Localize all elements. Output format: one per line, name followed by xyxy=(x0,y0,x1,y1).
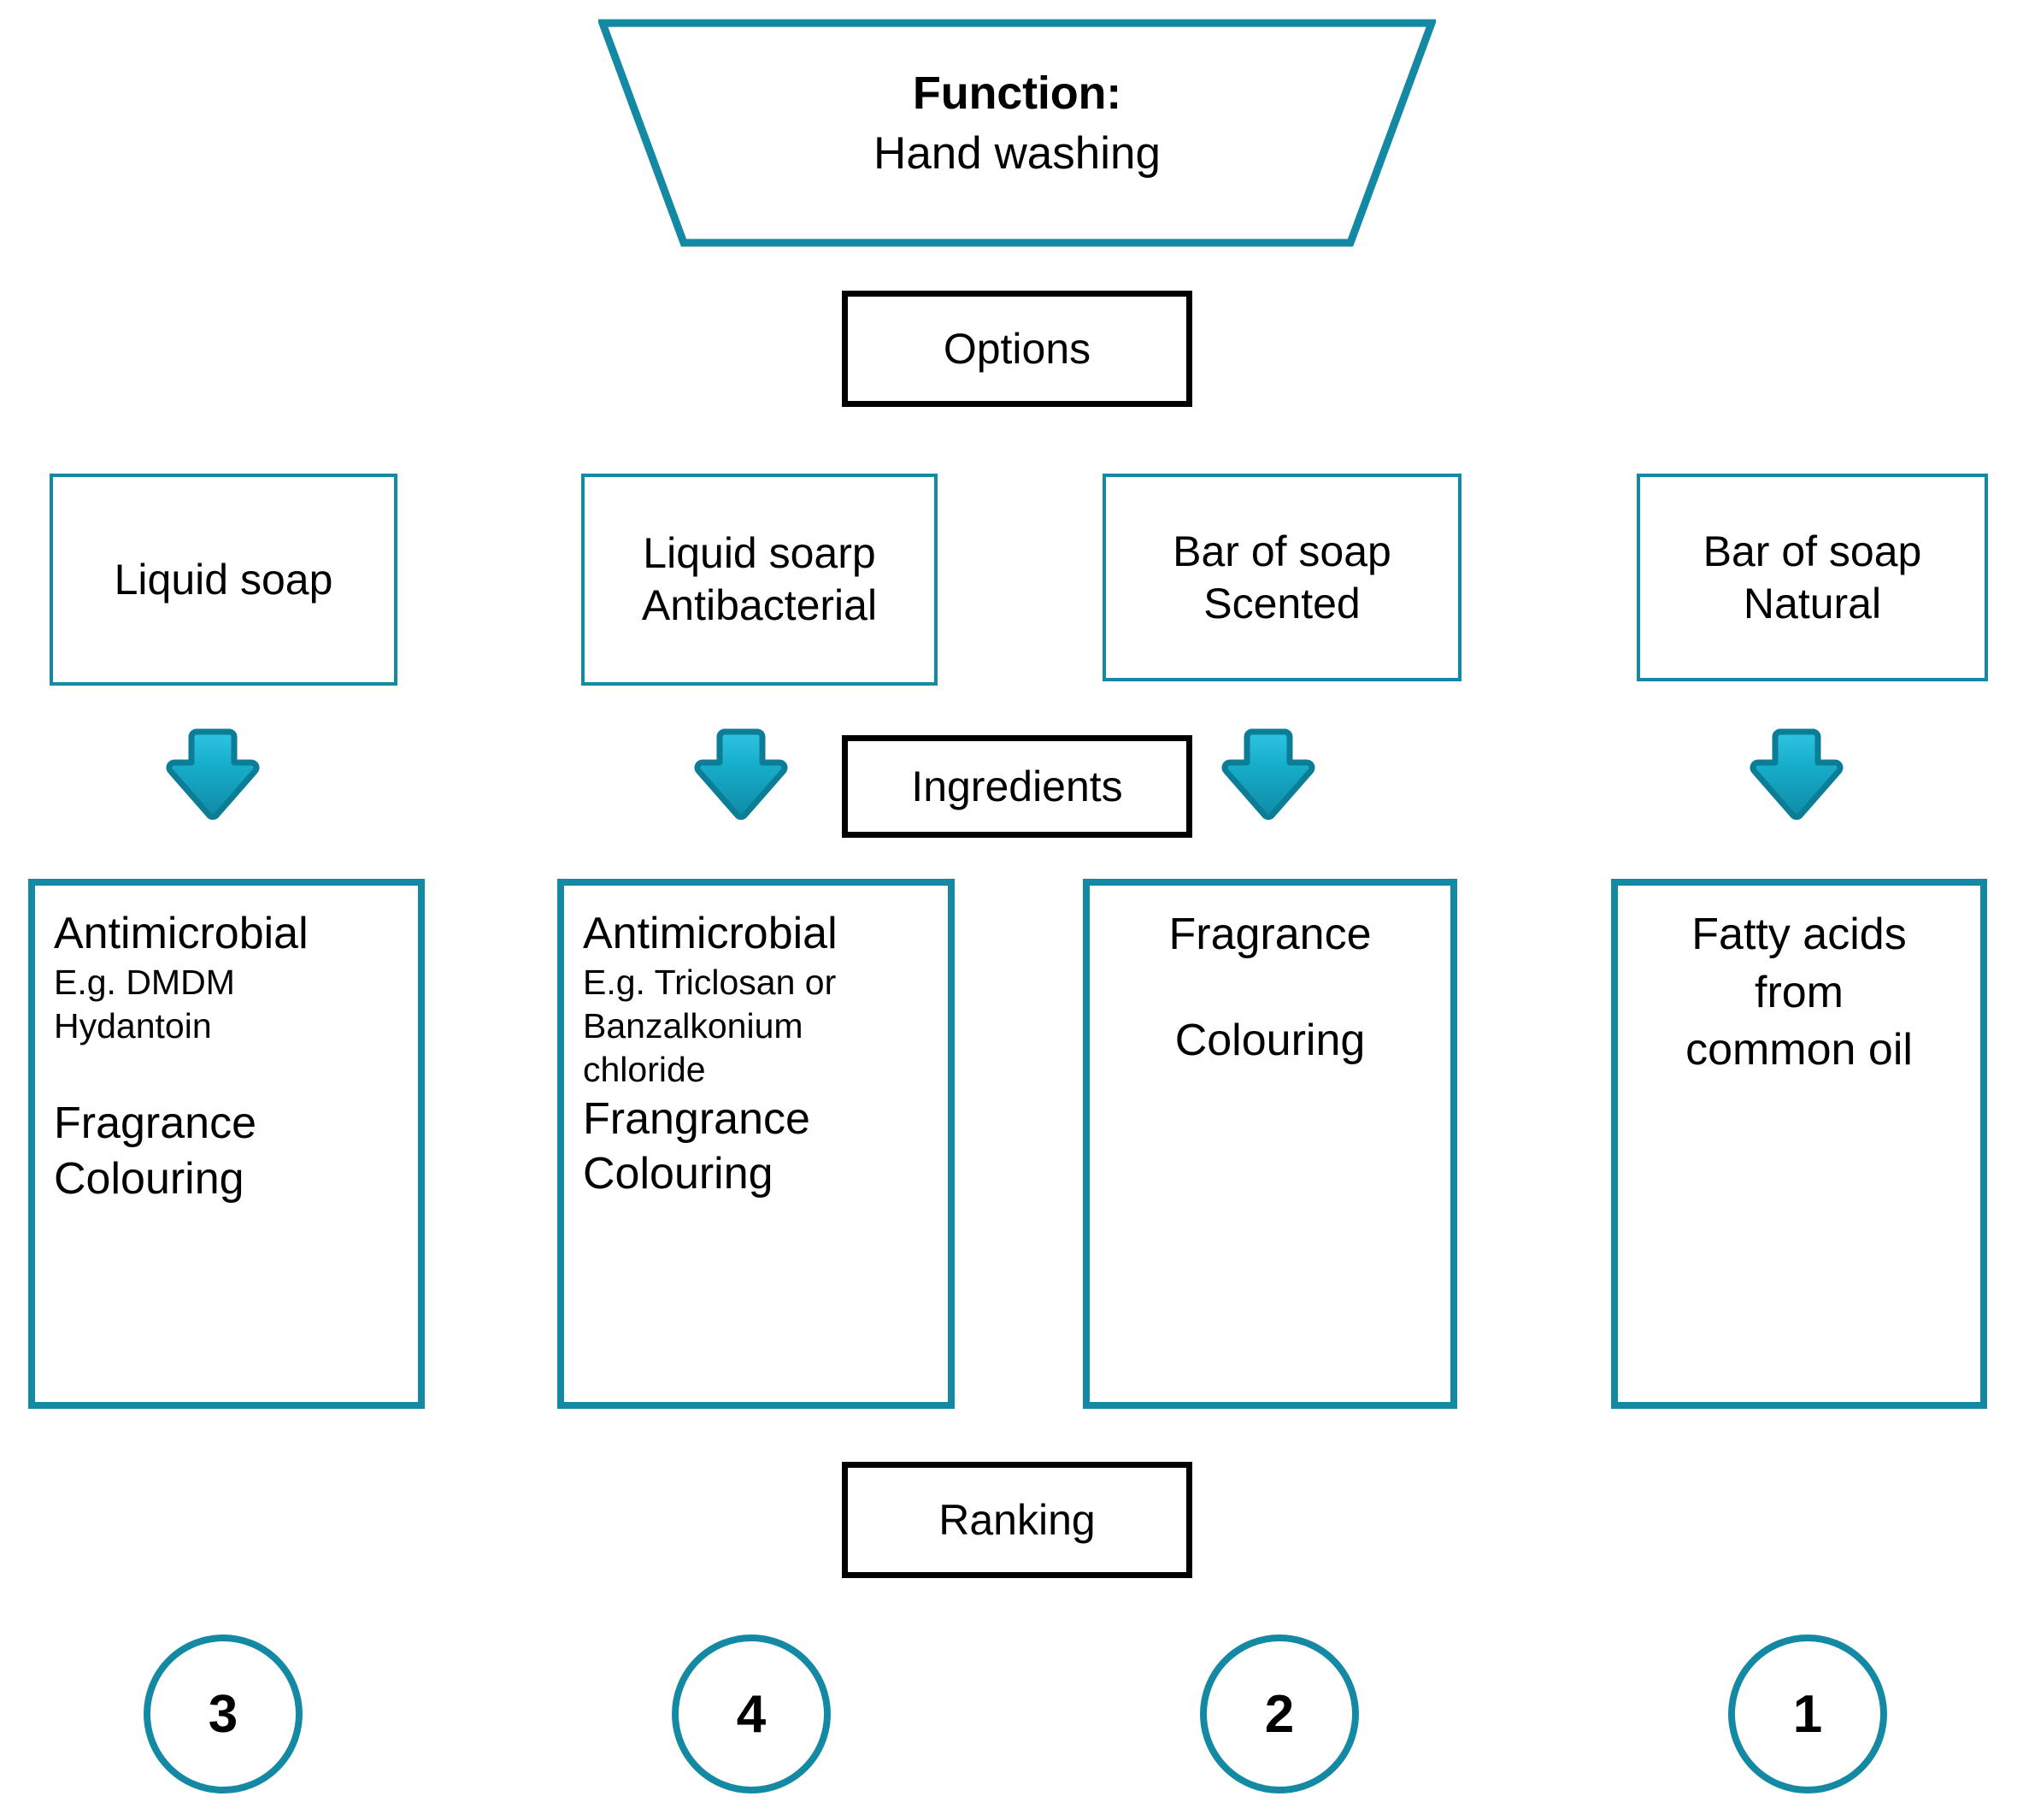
ingredient-line: Banzalkonium xyxy=(583,1006,803,1046)
option-box: Liquid soap xyxy=(50,474,397,686)
down-arrow-glyph xyxy=(694,728,788,820)
option-box: Liquid soarp Antibacterial xyxy=(581,474,938,686)
ingredient-box: Antimicrobial E.g. DMDM Hydantoin Fragra… xyxy=(28,879,425,1409)
down-arrow-icon xyxy=(1746,725,1847,824)
ingredient-line: chloride xyxy=(583,1050,706,1090)
down-arrow-icon xyxy=(162,725,263,824)
option-line-2: Scented xyxy=(1203,579,1361,627)
option-line-1: Liquid soap xyxy=(114,555,333,604)
option-box: Bar of soap Natural xyxy=(1637,474,1988,681)
ingredient-box: Fatty acids from common oil xyxy=(1611,879,1987,1409)
down-arrow-icon xyxy=(691,725,791,824)
down-arrow-glyph xyxy=(1221,728,1315,820)
ingredient-line: Frangrance xyxy=(583,1093,810,1144)
function-trapezoid: Function: Hand washing xyxy=(598,19,1436,248)
ingredient-line: Antimicrobial xyxy=(583,909,838,958)
ingredient-line: Colouring xyxy=(1174,1015,1366,1065)
function-label: Function: xyxy=(912,68,1122,119)
ingredient-line: Antimicrobial xyxy=(54,909,309,958)
trapezoid-shape xyxy=(598,19,1436,247)
ingredient-line: common oil xyxy=(1685,1025,1913,1075)
option-line-1: Liquid soarp xyxy=(643,529,876,577)
down-arrow-glyph xyxy=(1750,728,1844,820)
ingredient-box: Antimicrobial E.g. Triclosan or Banzalko… xyxy=(557,879,955,1409)
ingredient-line: from xyxy=(1755,967,1844,1017)
ingredient-line: Fragrance xyxy=(54,1098,256,1149)
ingredient-line: Hydantoin xyxy=(54,1006,212,1046)
function-text: Function: Hand washing xyxy=(598,63,1436,184)
ingredient-line: Fragrance xyxy=(1168,910,1372,959)
ranking-circle: 1 xyxy=(1728,1634,1887,1793)
option-line-1: Bar of soap xyxy=(1703,527,1922,575)
option-box: Bar of soap Scented xyxy=(1103,474,1461,681)
ranking-circle: 2 xyxy=(1200,1634,1359,1793)
ingredient-line: Fatty acids xyxy=(1691,910,1907,959)
ingredient-line: Colouring xyxy=(583,1149,773,1199)
option-line-2: Natural xyxy=(1743,579,1882,627)
ingredient-box: Fragrance Colouring xyxy=(1083,879,1457,1409)
ingredient-spacer xyxy=(54,1048,401,1096)
ranking-circle: 4 xyxy=(672,1634,831,1793)
ingredient-line: E.g. Triclosan or xyxy=(583,963,837,1003)
stage-label-options: Options xyxy=(842,291,1192,407)
ranking-circle: 3 xyxy=(144,1634,303,1793)
ingredient-line: Colouring xyxy=(54,1153,244,1204)
stage-label-ranking: Ranking xyxy=(842,1462,1192,1578)
ingredient-spacer xyxy=(1100,964,1440,1012)
stage-label-ingredients: Ingredients xyxy=(842,735,1192,838)
function-value: Hand washing xyxy=(873,128,1161,180)
ingredient-line: E.g. DMDM xyxy=(54,963,235,1003)
option-line-1: Bar of soap xyxy=(1173,527,1391,575)
option-line-2: Antibacterial xyxy=(641,581,878,629)
down-arrow-glyph xyxy=(166,728,260,820)
down-arrow-icon xyxy=(1218,725,1319,824)
